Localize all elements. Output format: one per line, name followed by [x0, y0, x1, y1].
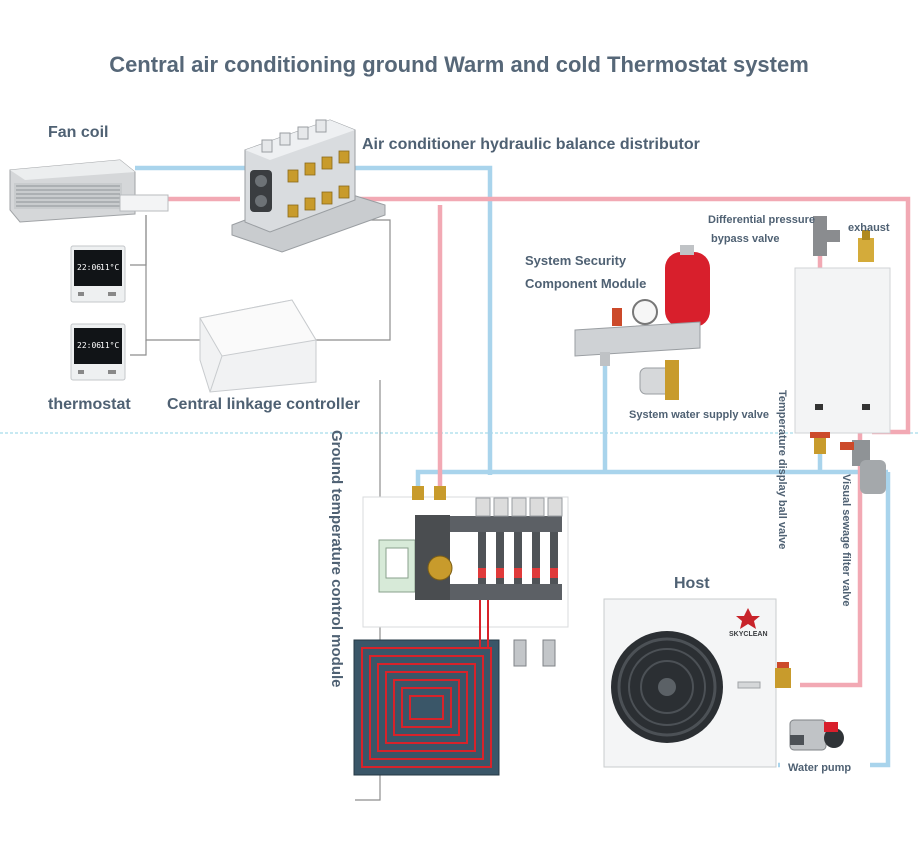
- fan-coil-unit: [9, 159, 169, 223]
- sewage-filter-label: Visual sewage filter valve: [840, 474, 852, 607]
- fan-coil-label: Fan coil: [48, 124, 109, 141]
- hydraulic-distributor: [231, 119, 386, 253]
- return-pipes: [135, 165, 891, 768]
- manifold-module: [362, 486, 569, 628]
- security-module-label-1: System Security: [525, 253, 627, 268]
- host-unit: [603, 598, 777, 768]
- temp-display-valve-label: Temperature display ball valve: [776, 390, 788, 550]
- thermostat-1-temp: 11°C: [100, 263, 120, 272]
- linkage-controller-box: [199, 299, 317, 393]
- thermostat-label: thermostat: [48, 396, 131, 413]
- security-module: [574, 245, 710, 400]
- exhaust-label: exhaust: [848, 222, 890, 234]
- diff-pressure-label-1: Differential pressure: [708, 214, 815, 226]
- diff-pressure-label-2: bypass valve: [711, 233, 780, 245]
- host-label: Host: [674, 575, 710, 592]
- security-module-label-2: Component Module: [525, 276, 647, 291]
- floor-heating-loop: [353, 600, 500, 776]
- wall-unit: [794, 267, 891, 434]
- hydraulic-distributor-label: Air conditioner hydraulic balance distri…: [362, 136, 700, 153]
- bypass-valve: [813, 216, 840, 256]
- thermostat-2-temp: 11°C: [100, 341, 120, 350]
- exhaust-valve: [858, 230, 874, 262]
- thermostat-1-time: 22:06: [77, 263, 102, 272]
- thermostat-2: [70, 323, 126, 381]
- brand-logo-text: SKYCLEAN: [729, 631, 768, 638]
- water-pump: [789, 719, 844, 751]
- thermostat-1: [70, 245, 126, 303]
- supply-valve-label: System water supply valve: [629, 409, 770, 421]
- host-valve: [775, 662, 791, 688]
- ground-module-label: Ground temperature control module: [328, 430, 345, 688]
- diagram-title: Central air conditioning ground Warm and…: [109, 52, 809, 77]
- central-controller-label: Central linkage controller: [167, 396, 360, 413]
- signal-wires: [130, 215, 391, 801]
- thermostat-2-time: 22:06: [77, 341, 102, 350]
- sewage-filter-valve: [840, 440, 886, 494]
- ball-valve: [810, 432, 830, 454]
- fittings: [513, 639, 556, 667]
- water-pump-label: Water pump: [788, 762, 852, 774]
